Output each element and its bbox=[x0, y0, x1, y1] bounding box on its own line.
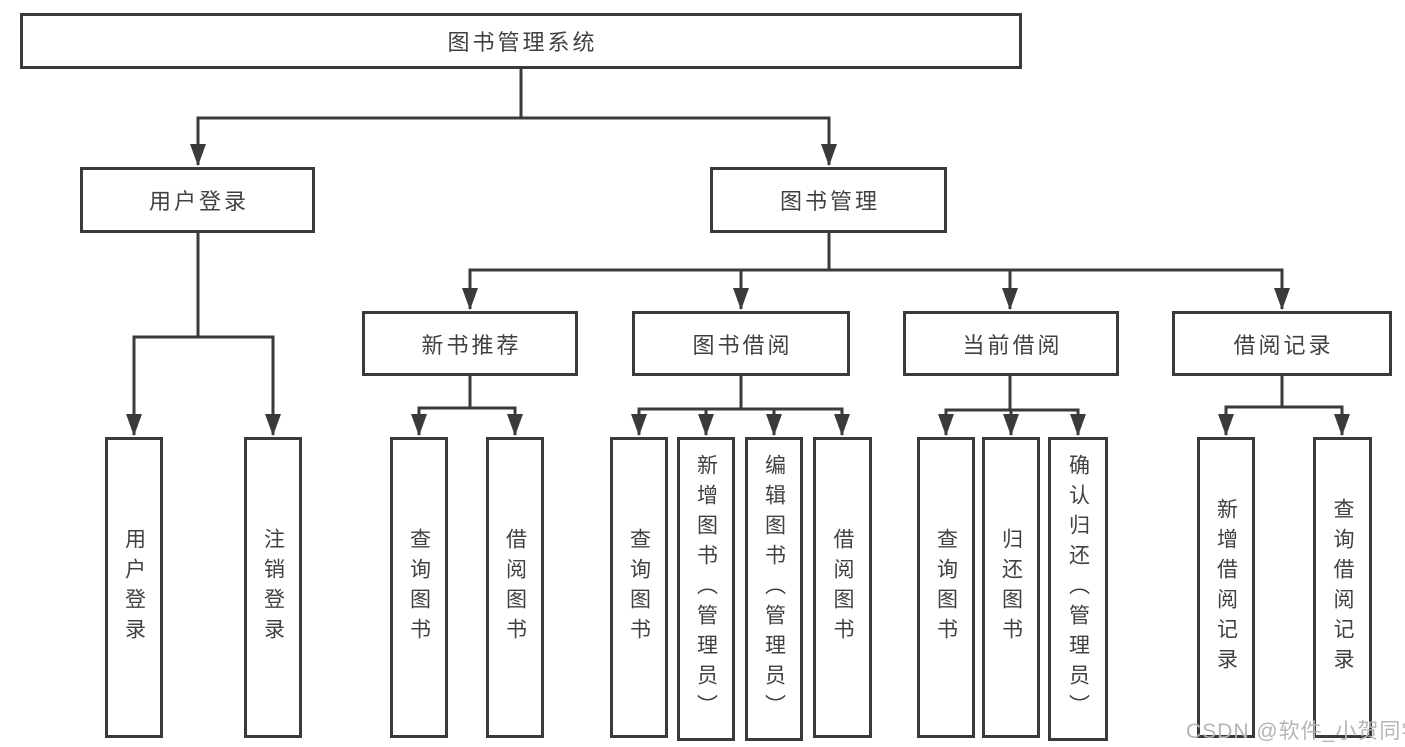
leaf-label: 新增借阅记录 bbox=[1214, 497, 1238, 678]
csdn-watermark: CSDN @软件_小贺同学 bbox=[1186, 720, 1405, 743]
leaf-query-book-3: 查询图书 bbox=[917, 437, 975, 738]
leaf-label: 查询图书 bbox=[407, 527, 431, 648]
connector-to-leaf-logout bbox=[198, 335, 281, 436]
leaf-return-book: 归还图书 bbox=[982, 437, 1040, 738]
leaf-label: 编辑图书（管理员） bbox=[762, 454, 786, 724]
connector-current-borrow-child-2 bbox=[1003, 408, 1019, 436]
leaf-label: 归还图书 bbox=[999, 527, 1023, 648]
leaf-label: 注销登录 bbox=[261, 527, 285, 648]
connector-book-borrow-child-1 bbox=[631, 407, 741, 436]
connector-new-book-child-2 bbox=[470, 406, 523, 436]
node-label: 新书推荐 bbox=[421, 332, 522, 358]
leaf-query-borrow-record: 查询借阅记录 bbox=[1313, 437, 1372, 738]
leaf-logout: 注销登录 bbox=[244, 437, 302, 738]
leaf-label: 查询图书 bbox=[627, 527, 651, 648]
connector-to-current-borrow bbox=[829, 268, 1018, 310]
connector-to-book-borrow bbox=[733, 268, 829, 310]
connector-borrow-record-child-2 bbox=[1282, 405, 1350, 436]
leaf-add-borrow-record: 新增借阅记录 bbox=[1197, 437, 1255, 738]
leaf-edit-book-admin: 编辑图书（管理员） bbox=[745, 437, 803, 741]
leaf-label: 新增图书（管理员） bbox=[694, 454, 718, 724]
connector-to-new-book bbox=[462, 268, 829, 310]
node-label: 图书管理系统 bbox=[447, 30, 598, 55]
node-current-borrow: 当前借阅 bbox=[903, 311, 1119, 376]
leaf-label: 查询图书 bbox=[934, 527, 958, 648]
leaf-label: 用户登录 bbox=[122, 527, 146, 648]
node-user-login: 用户登录 bbox=[80, 167, 315, 233]
node-new-book-recommend: 新书推荐 bbox=[362, 311, 578, 376]
node-label: 图书借阅 bbox=[692, 332, 793, 358]
leaf-label: 确认归还（管理员） bbox=[1066, 454, 1090, 724]
leaf-label: 查询借阅记录 bbox=[1331, 497, 1354, 678]
connector-root-to-user-login bbox=[190, 116, 521, 166]
leaf-label: 借阅图书 bbox=[503, 527, 527, 648]
node-book-borrow: 图书借阅 bbox=[632, 311, 850, 376]
node-label: 图书管理 bbox=[779, 189, 880, 214]
connector-to-borrow-record bbox=[829, 268, 1290, 310]
connector-borrow-record-child-1 bbox=[1218, 405, 1282, 436]
leaf-query-book-2: 查询图书 bbox=[610, 437, 668, 738]
connector-book-borrow-child-3 bbox=[741, 407, 782, 436]
connector-new-book-child-1 bbox=[411, 406, 470, 436]
leaf-user-login: 用户登录 bbox=[105, 437, 163, 738]
connector-current-borrow-child-3 bbox=[1010, 408, 1086, 436]
leaf-query-book-1: 查询图书 bbox=[390, 437, 448, 738]
node-label: 用户登录 bbox=[148, 189, 249, 214]
connector-root-to-book-management bbox=[521, 116, 837, 166]
leaf-confirm-return-admin: 确认归还（管理员） bbox=[1048, 437, 1108, 741]
leaf-borrow-book-2: 借阅图书 bbox=[813, 437, 872, 738]
connector-book-borrow-child-4 bbox=[741, 407, 850, 436]
node-label: 借阅记录 bbox=[1233, 332, 1334, 358]
node-label: 当前借阅 bbox=[962, 332, 1063, 358]
node-borrow-record: 借阅记录 bbox=[1172, 311, 1392, 376]
leaf-label: 借阅图书 bbox=[831, 527, 854, 648]
leaf-borrow-book-1: 借阅图书 bbox=[486, 437, 544, 738]
connector-to-leaf-user-login bbox=[126, 335, 198, 436]
node-book-management: 图书管理 bbox=[710, 167, 947, 233]
leaf-add-book-admin: 新增图书（管理员） bbox=[677, 437, 735, 741]
connector-book-borrow-child-2 bbox=[698, 407, 741, 436]
connector-current-borrow-child-1 bbox=[938, 408, 1010, 436]
node-root-system: 图书管理系统 bbox=[20, 13, 1022, 69]
